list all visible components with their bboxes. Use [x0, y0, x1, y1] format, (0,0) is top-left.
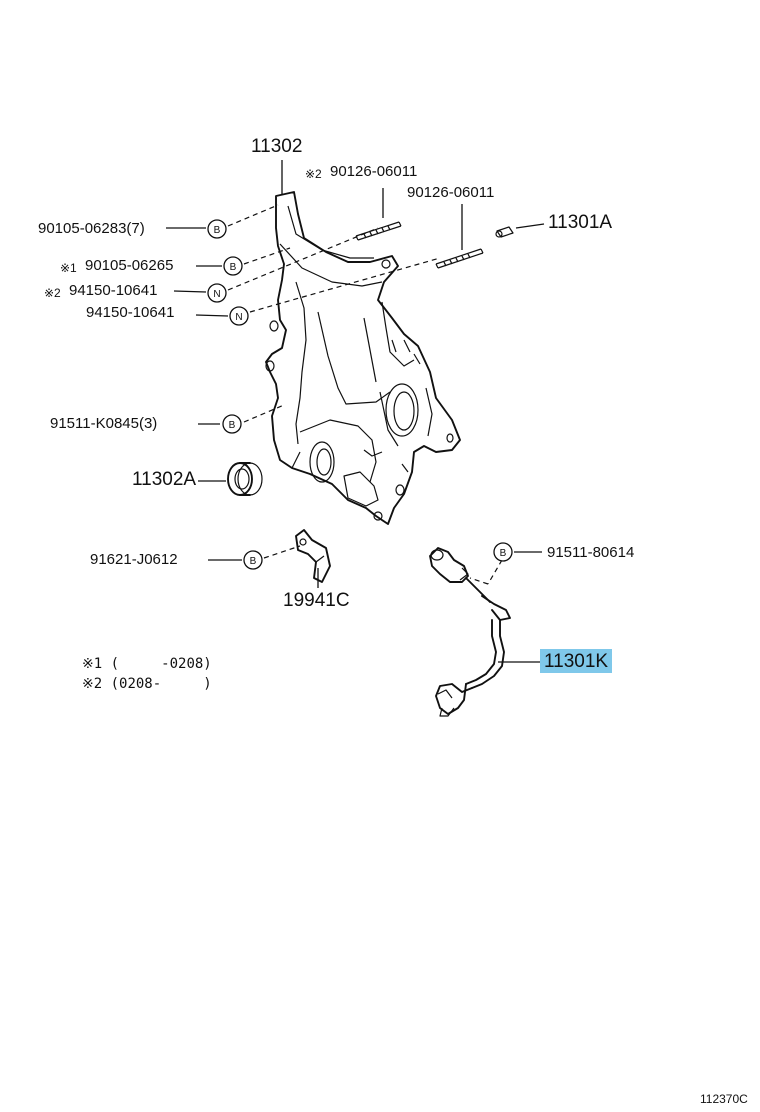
svg-text:N: N: [213, 289, 220, 300]
svg-text:B: B: [229, 420, 236, 431]
callout-b-5: B: [493, 542, 513, 562]
part-label-90105-06265: 90105-06265: [85, 257, 174, 274]
marker-note2-b: ※2: [44, 286, 61, 300]
callout-b-3: B: [222, 414, 242, 434]
part-label-90126-06011: 90126-06011: [407, 184, 495, 201]
svg-text:B: B: [250, 556, 257, 567]
marker-note1: ※1: [60, 261, 77, 275]
part-label-91511-K0845: 91511-K0845(3): [50, 415, 158, 432]
callout-n-1: N: [207, 283, 227, 303]
callout-n-2: N: [229, 306, 249, 326]
part-label-11301K-highlighted[interactable]: 11301K: [540, 649, 613, 673]
marker-note2-a: ※2: [305, 167, 322, 181]
part-label-94150-10641-note2: 94150-10641: [69, 282, 158, 299]
callout-b-2: B: [223, 256, 243, 276]
note-2: ※2 (0208- ): [82, 676, 212, 692]
leader-lines: [166, 160, 545, 663]
drawing-reference-number: 112370C: [700, 1092, 748, 1106]
svg-text:B: B: [500, 548, 507, 559]
stud-bolt-b: [435, 248, 484, 269]
svg-text:B: B: [214, 225, 221, 236]
dowel-pin: [495, 226, 514, 238]
part-label-91511-80614: 91511-80614: [547, 544, 635, 561]
part-label-91621-J0612: 91621-J0612: [90, 551, 178, 568]
crankshaft-position-sensor: [429, 547, 511, 717]
timing-chain-cover: [265, 191, 461, 525]
stud-bolt-a: [355, 221, 402, 241]
part-label-90105-06283: 90105-06283(7): [38, 220, 145, 237]
part-label-11302: 11302: [251, 136, 303, 157]
svg-text:N: N: [235, 312, 242, 323]
svg-text:B: B: [230, 262, 237, 273]
note-1: ※1 ( -0208): [82, 656, 212, 672]
callout-b-4: B: [243, 550, 263, 570]
part-label-19941C: 19941C: [283, 590, 350, 611]
part-label-94150-10641: 94150-10641: [86, 304, 175, 321]
oil-seal: [227, 462, 263, 496]
callout-b-1: B: [207, 219, 227, 239]
sensor-bracket: [295, 529, 331, 583]
part-label-11302A: 11302A: [132, 469, 197, 490]
part-label-11301A: 11301A: [548, 212, 613, 233]
part-label-90126-06011-note2: 90126-06011: [330, 163, 418, 180]
